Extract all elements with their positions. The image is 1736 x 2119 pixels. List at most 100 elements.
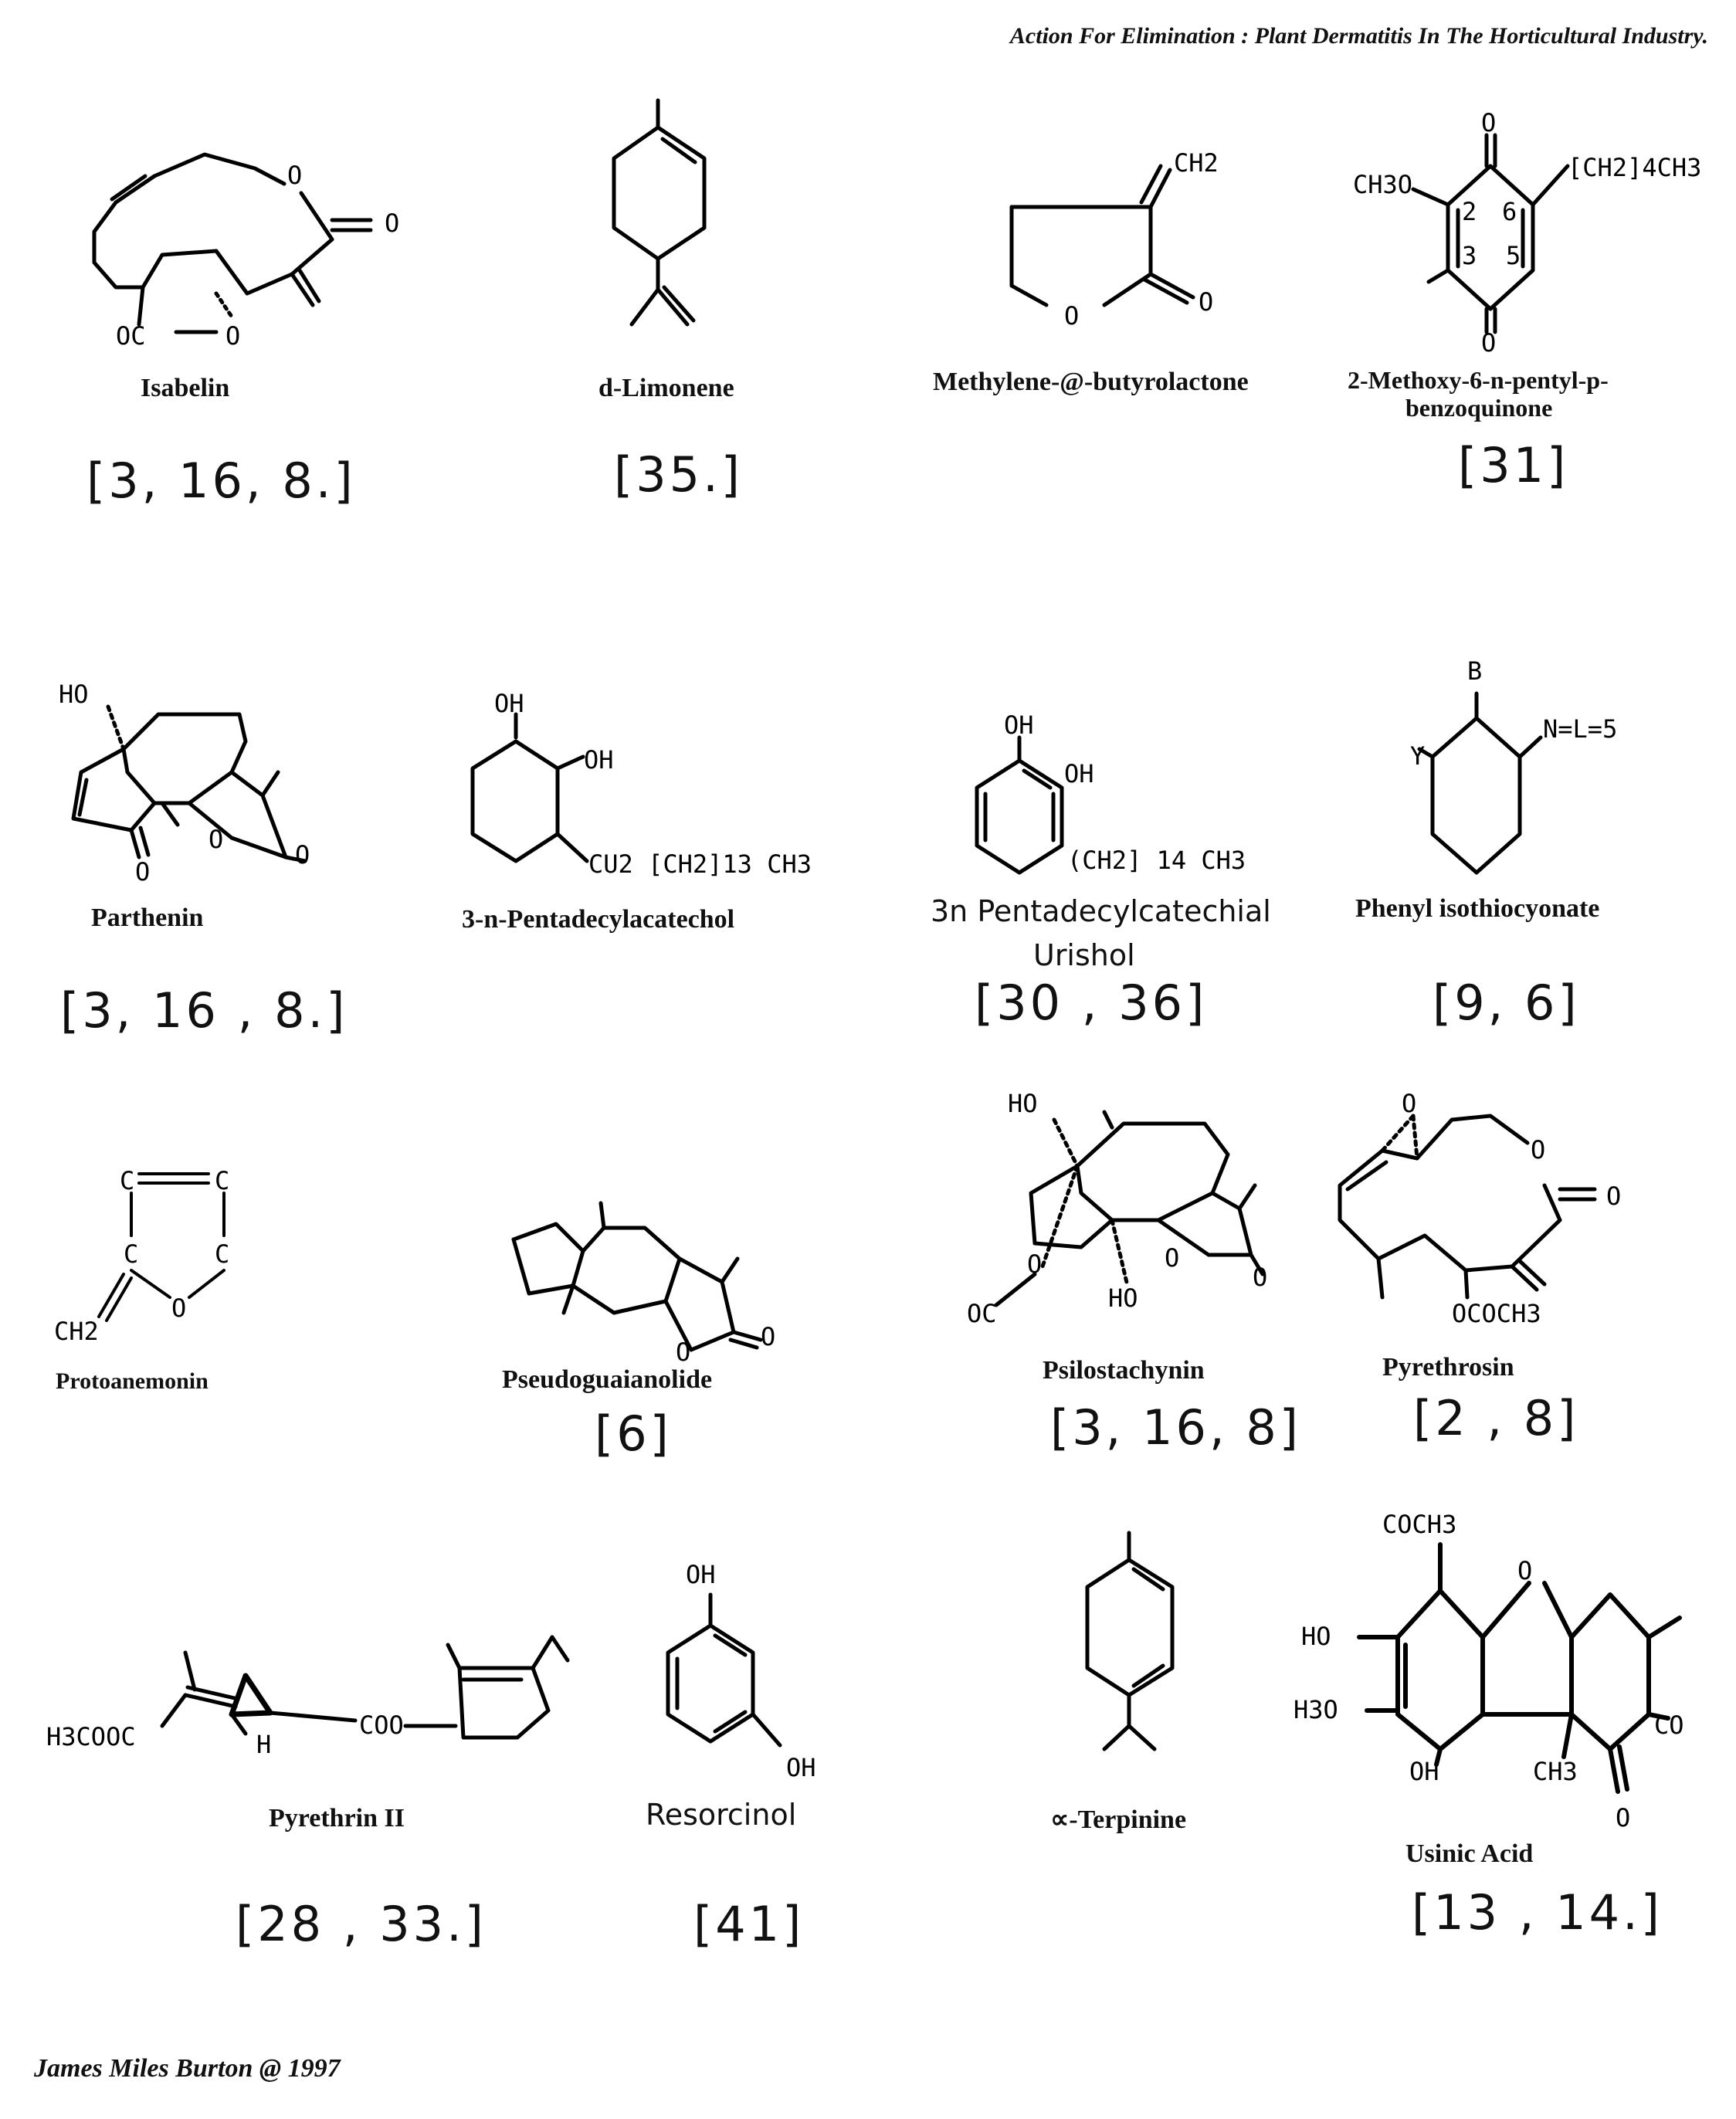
resorcinol-name: Resorcinol — [646, 1798, 797, 1832]
benzoquinone-methoxy: CH3O — [1353, 170, 1412, 199]
pseudoguaianolide-ref: [6] — [595, 1405, 672, 1462]
isabelin-atom-o3: O — [225, 321, 240, 351]
benzoquinone-pentyl: [CH2]4CH3 — [1568, 153, 1701, 182]
usinic-ref: [13 , 14.] — [1412, 1884, 1663, 1941]
pseudoguaianolide-name: Pseudoguaianolide — [502, 1365, 713, 1394]
usinic-structure: COCH3 O HO H3O OH CH3 CO O — [1294, 1510, 1684, 1833]
psilostachynin-ho1: HO — [1008, 1089, 1038, 1118]
benzoquinone-atom-o-bottom: O — [1481, 328, 1496, 358]
pyrethrin-structure: H3COOC H COO — [46, 1635, 570, 1759]
isabelin-structure: O O OC O — [92, 152, 399, 351]
urishol-name-line2: Urishol — [1033, 938, 1135, 972]
urishol-ref: [30 , 36] — [975, 975, 1208, 1031]
pyrethrosin-o-carbonyl: O — [1606, 1182, 1621, 1211]
pyrethrosin-name: Pyrethrosin — [1382, 1353, 1514, 1382]
protoanemonin-c1: C — [120, 1166, 134, 1195]
isothiocyonate-atom-b: B — [1467, 656, 1482, 686]
psilostachynin-oc: OC — [967, 1299, 997, 1328]
benzoquinone-pos-2: 2 — [1462, 197, 1477, 226]
pyrethrin-ref: [28 , 33.] — [236, 1896, 487, 1952]
benzoquinone-pos-3: 3 — [1462, 241, 1477, 270]
butyrolactone-structure: CH2 O O — [1009, 148, 1219, 331]
urishol-chain: (CH2] 14 CH3 — [1067, 846, 1246, 875]
isothiocyonate-structure: B Y N=L=5 — [1410, 656, 1617, 875]
isabelin-name: Isabelin — [141, 374, 230, 402]
terpinine-name: ∝-Terpinine — [1050, 1805, 1187, 1834]
butyrolactone-atom-ch2: CH2 — [1174, 148, 1219, 178]
resorcinol-oh2: OH — [786, 1753, 816, 1782]
pyrethrosin-o-epoxide: O — [1402, 1089, 1416, 1118]
protoanemonin-c2: C — [215, 1166, 229, 1195]
resorcinol-oh1: OH — [686, 1560, 716, 1589]
pentadecylcatechol-oh1: OH — [494, 689, 524, 718]
usinic-h3o: H3O — [1294, 1695, 1338, 1724]
protoanemonin-o: O — [171, 1293, 186, 1323]
benzoquinone-ref: [31] — [1458, 437, 1569, 493]
parthenin-atom-o2: O — [209, 825, 223, 854]
pyrethrosin-ref: [2 , 8] — [1413, 1390, 1579, 1446]
isabelin-atom-oc: OC — [116, 321, 146, 351]
psilostachynin-o1: O — [1027, 1249, 1042, 1279]
isabelin-atom-o2: O — [385, 209, 399, 238]
usinic-co: CO — [1654, 1710, 1684, 1740]
usinic-oh: OH — [1409, 1757, 1439, 1786]
pentadecylcatechol-structure: OH OH CU2 [CH2]13 CH3 — [470, 689, 812, 879]
pyrethrin-h: H — [256, 1730, 271, 1759]
pyrethrosin-o-ring: O — [1531, 1135, 1545, 1165]
benzoquinone-structure: O CH3O [CH2]4CH3 O 2 6 3 5 — [1353, 108, 1701, 358]
butyrolactone-atom-o1: O — [1064, 301, 1079, 331]
isothiocyonate-ref: [9, 6] — [1433, 975, 1580, 1031]
psilostachynin-structure: HO O OC O O HO — [967, 1089, 1267, 1328]
butyrolactone-atom-o2: O — [1199, 287, 1213, 317]
limonene-name: d-Limonene — [598, 374, 734, 402]
parthenin-name: Parthenin — [91, 904, 204, 932]
pyrethrosin-ococh3: OCOCH3 — [1452, 1299, 1541, 1328]
psilostachynin-o2: O — [1165, 1243, 1179, 1273]
pentadecylcatechol-chain: CU2 [CH2]13 CH3 — [588, 849, 812, 879]
pentadecylcatechol-name: 3-n-Pentadecylacatechol — [462, 905, 735, 934]
protoanemonin-ch2: CH2 — [54, 1317, 99, 1346]
protoanemonin-structure: C C C C O CH2 — [54, 1166, 229, 1346]
protoanemonin-c4: C — [215, 1239, 229, 1269]
urishol-name-line1: 3n Pentadecylcatechial — [931, 894, 1271, 928]
benzoquinone-pos-5: 5 — [1506, 241, 1521, 270]
pseudoguaianolide-o1: O — [676, 1338, 690, 1367]
urishol-oh2: OH — [1064, 759, 1094, 788]
pyrethrin-coo: COO — [359, 1710, 404, 1740]
urishol-oh1: OH — [1004, 710, 1034, 740]
parthenin-ref: [3, 16 , 8.] — [60, 982, 348, 1039]
butyrolactone-name: Methylene-@-butyrolactone — [933, 368, 1249, 396]
parthenin-atom-o1: O — [135, 857, 150, 887]
isothiocyonate-name: Phenyl isothiocyonate — [1355, 894, 1600, 923]
psilostachynin-ref: [3, 16, 8] — [1050, 1399, 1301, 1456]
benzoquinone-atom-o-top: O — [1481, 108, 1496, 137]
protoanemonin-c3: C — [124, 1239, 138, 1269]
usinic-o-carbonyl: O — [1616, 1803, 1630, 1833]
isothiocyonate-atom-y: Y — [1410, 741, 1425, 771]
psilostachynin-o3: O — [1253, 1263, 1267, 1292]
limonene-ref: [35.] — [614, 446, 743, 503]
usinic-name: Usinic Acid — [1405, 1839, 1534, 1868]
protoanemonin-name: Protoanemonin — [56, 1368, 209, 1394]
pseudoguaianolide-structure: O O — [511, 1201, 775, 1367]
limonene-structure — [612, 98, 707, 327]
resorcinol-structure: OH OH — [666, 1560, 816, 1782]
parthenin-structure: HO O O O — [59, 680, 310, 887]
usinic-o-ring: O — [1517, 1556, 1532, 1585]
benzoquinone-pos-6: 6 — [1502, 197, 1517, 226]
usinic-ch3: CH3 — [1533, 1757, 1578, 1786]
isabelin-ref: [3, 16, 8.] — [86, 453, 356, 509]
usinic-coch3: COCH3 — [1382, 1510, 1456, 1539]
pyrethrin-name: Pyrethrin II — [269, 1804, 405, 1833]
resorcinol-ref: [41] — [693, 1896, 805, 1952]
parthenin-atom-o3: O — [295, 840, 310, 870]
psilostachynin-ho2: HO — [1108, 1283, 1138, 1313]
isothiocyonate-group: N=L=5 — [1543, 714, 1617, 744]
pseudoguaianolide-o2: O — [761, 1322, 775, 1351]
urishol-structure: OH OH (CH2] 14 CH3 — [975, 710, 1246, 875]
parthenin-atom-ho: HO — [59, 680, 89, 709]
terpinine-structure — [1085, 1531, 1175, 1751]
usinic-ho: HO — [1301, 1622, 1331, 1651]
psilostachynin-name: Psilostachynin — [1043, 1356, 1205, 1385]
